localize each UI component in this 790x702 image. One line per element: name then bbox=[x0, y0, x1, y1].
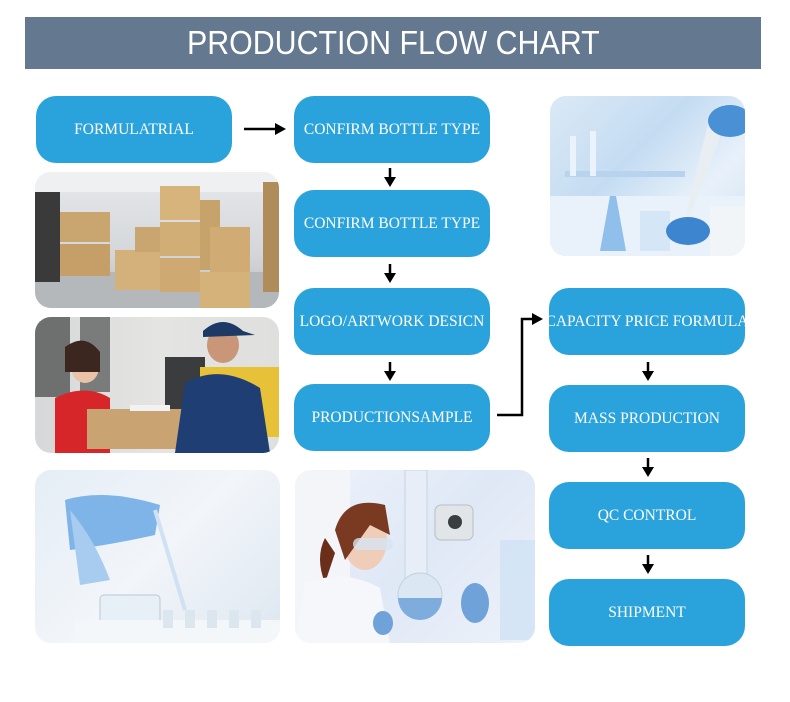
step-label: LOGO/ARTWORK DESICN bbox=[299, 312, 485, 330]
step-label: PRODUCTIONSAMPLE bbox=[311, 408, 473, 426]
elbow-arrow-icon bbox=[497, 313, 543, 417]
step-label: FORMULATRIAL bbox=[74, 120, 194, 138]
step-logo-artwork-design: LOGO/ARTWORK DESICN bbox=[294, 288, 490, 355]
step-formula-trial: FORMULATRIAL bbox=[36, 96, 232, 163]
page-title: PRODUCTION FLOW CHART bbox=[186, 24, 600, 61]
arrow-down-icon bbox=[384, 362, 396, 381]
step-label: QC CONTROL bbox=[597, 506, 697, 524]
step-label: MASS PRODUCTION bbox=[574, 409, 720, 427]
lab-pipette-photo bbox=[550, 96, 745, 256]
step-production-sample: PRODUCTIONSAMPLE bbox=[294, 384, 490, 451]
step-label: CONFIRM BOTTLE TYPE bbox=[303, 214, 481, 232]
arrow-down-icon bbox=[642, 458, 654, 477]
warehouse-photo bbox=[35, 172, 279, 308]
step-confirm-bottle-type-1: CONFIRM BOTTLE TYPE bbox=[294, 96, 490, 163]
step-label: CONFIRM BOTTLE TYPE bbox=[303, 120, 481, 138]
arrow-down-icon bbox=[642, 362, 654, 381]
step-qc-control: QC CONTROL bbox=[549, 482, 745, 549]
step-shipment: SHIPMENT bbox=[549, 579, 745, 646]
step-confirm-bottle-type-2: CONFIRM BOTTLE TYPE bbox=[294, 190, 490, 257]
arrow-down-icon bbox=[642, 555, 654, 574]
scientist-photo bbox=[295, 470, 535, 643]
arrow-right-icon bbox=[244, 123, 286, 135]
step-capacity-price-formula: CAPACITY PRICE FORMULA bbox=[546, 288, 749, 355]
arrow-down-icon bbox=[384, 168, 396, 187]
step-label: CAPACITY PRICE FORMULA bbox=[545, 312, 749, 330]
step-label: SHIPMENT bbox=[608, 603, 686, 621]
step-mass-production: MASS PRODUCTION bbox=[549, 385, 745, 452]
title-banner: PRODUCTION FLOW CHART bbox=[25, 17, 761, 69]
arrow-down-icon bbox=[384, 264, 396, 283]
delivery-photo bbox=[35, 317, 279, 453]
lab-vials-photo bbox=[35, 470, 280, 643]
